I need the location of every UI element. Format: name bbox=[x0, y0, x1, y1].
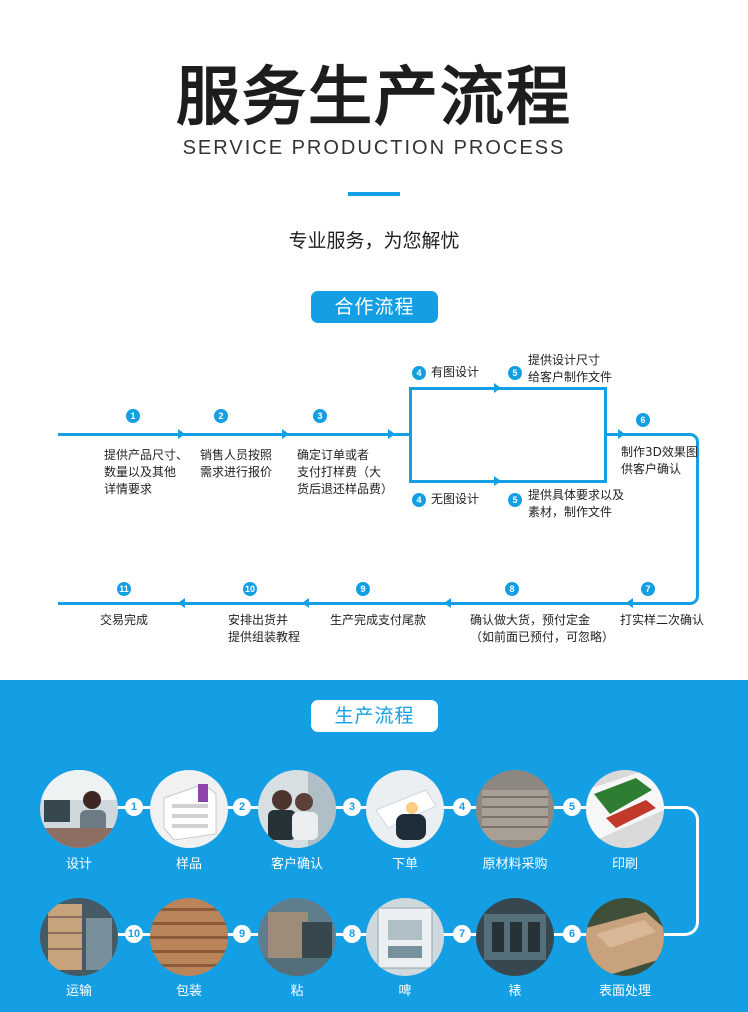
production-step-number: 10 bbox=[125, 925, 143, 943]
step-text: 确认做大货，预付定金（如前面已预付，可忽略） bbox=[470, 613, 615, 644]
tagline: 专业服务，为您解忧 bbox=[288, 230, 460, 252]
stage-label: 啤 bbox=[398, 984, 412, 999]
stage-label: 下单 bbox=[391, 857, 418, 872]
stage-label: 客户确认 bbox=[270, 857, 323, 872]
step-number: 11 bbox=[117, 582, 131, 596]
diecut-photo bbox=[366, 898, 444, 976]
stage-label: 裱 bbox=[508, 984, 522, 999]
order-photo bbox=[366, 770, 444, 848]
designer-photo bbox=[40, 770, 118, 848]
customer-photo bbox=[258, 770, 336, 848]
flow-arrow bbox=[388, 429, 395, 439]
flow-branch-bottom bbox=[409, 480, 607, 483]
step-number: 4 bbox=[412, 366, 426, 380]
flow-arrow bbox=[178, 429, 185, 439]
production-step-number: 6 bbox=[563, 925, 581, 943]
page-subtitle: SERVICE PRODUCTION PROCESS bbox=[182, 137, 566, 159]
sample-photo bbox=[150, 770, 228, 848]
flow-arrow bbox=[302, 598, 309, 608]
printing-photo bbox=[586, 770, 664, 848]
stage-label: 运输 bbox=[65, 984, 92, 999]
production-step-number: 3 bbox=[343, 798, 361, 816]
step-text: 交易完成 bbox=[100, 613, 149, 627]
production-step-number: 1 bbox=[125, 798, 143, 816]
step-text: 提供设计尺寸给客户制作文件 bbox=[528, 353, 613, 384]
material-photo bbox=[476, 770, 554, 848]
title-divider bbox=[348, 192, 400, 196]
flow-line-top bbox=[58, 433, 410, 436]
step-number: 10 bbox=[243, 582, 257, 596]
step-number: 2 bbox=[214, 409, 228, 423]
step-text: 制作3D效果图供客户确认 bbox=[621, 445, 698, 476]
stage-label: 印刷 bbox=[611, 857, 638, 872]
flow-arrow bbox=[494, 476, 501, 486]
stage-label: 粘 bbox=[290, 984, 304, 999]
stage-label: 原材料采购 bbox=[482, 857, 548, 872]
flow-arrow bbox=[282, 429, 289, 439]
step-text: 确定订单或者支付打样费（大货后退还样品费） bbox=[297, 448, 394, 496]
step-number: 6 bbox=[636, 413, 650, 427]
mounting-photo bbox=[476, 898, 554, 976]
stage-label: 包装 bbox=[175, 984, 202, 999]
step-text: 有图设计 bbox=[431, 365, 480, 379]
production-step-number: 7 bbox=[453, 925, 471, 943]
flow-branch-top bbox=[409, 387, 607, 390]
step-text: 打实样二次确认 bbox=[620, 613, 705, 627]
step-number: 7 bbox=[641, 582, 655, 596]
flow-arrow bbox=[444, 598, 451, 608]
production-step-number: 2 bbox=[233, 798, 251, 816]
packing-photo bbox=[150, 898, 228, 976]
surface-photo bbox=[586, 898, 664, 976]
flow-arrow bbox=[618, 429, 625, 439]
production-step-number: 8 bbox=[343, 925, 361, 943]
step-number: 3 bbox=[313, 409, 327, 423]
gluing-photo bbox=[258, 898, 336, 976]
step-number: 1 bbox=[126, 409, 140, 423]
step-number: 5 bbox=[508, 366, 522, 380]
flow-line-right bbox=[605, 433, 689, 436]
stage-label: 样品 bbox=[175, 857, 202, 872]
step-text: 生产完成支付尾款 bbox=[330, 613, 427, 627]
step-number: 8 bbox=[505, 582, 519, 596]
step-text: 提供产品尺寸、数量以及其他详情要求 bbox=[104, 448, 189, 496]
step-number: 5 bbox=[508, 493, 522, 507]
production-step-number: 9 bbox=[233, 925, 251, 943]
stage-label: 表面处理 bbox=[598, 984, 651, 999]
production-step-number: 5 bbox=[563, 798, 581, 816]
production-heading: 生产流程 bbox=[311, 700, 438, 732]
production-step-number: 4 bbox=[453, 798, 471, 816]
flow-line-bottom bbox=[58, 602, 692, 605]
step-text: 无图设计 bbox=[431, 492, 480, 506]
flow-loop bbox=[688, 433, 699, 605]
step-number: 4 bbox=[412, 493, 426, 507]
page-title: 服务生产流程 bbox=[176, 61, 572, 135]
stage-label: 设计 bbox=[65, 857, 92, 872]
flow-arrow bbox=[626, 598, 633, 608]
flow-arrow bbox=[178, 598, 185, 608]
cooperation-heading: 合作流程 bbox=[311, 291, 438, 323]
flow-arrow bbox=[494, 383, 501, 393]
flow-branch-left bbox=[409, 387, 412, 483]
shipping-photo bbox=[40, 898, 118, 976]
step-number: 9 bbox=[356, 582, 370, 596]
step-text: 销售人员按照需求进行报价 bbox=[200, 448, 273, 479]
step-text: 提供具体要求以及素材，制作文件 bbox=[528, 488, 625, 519]
step-text: 安排出货并提供组装教程 bbox=[228, 613, 301, 644]
